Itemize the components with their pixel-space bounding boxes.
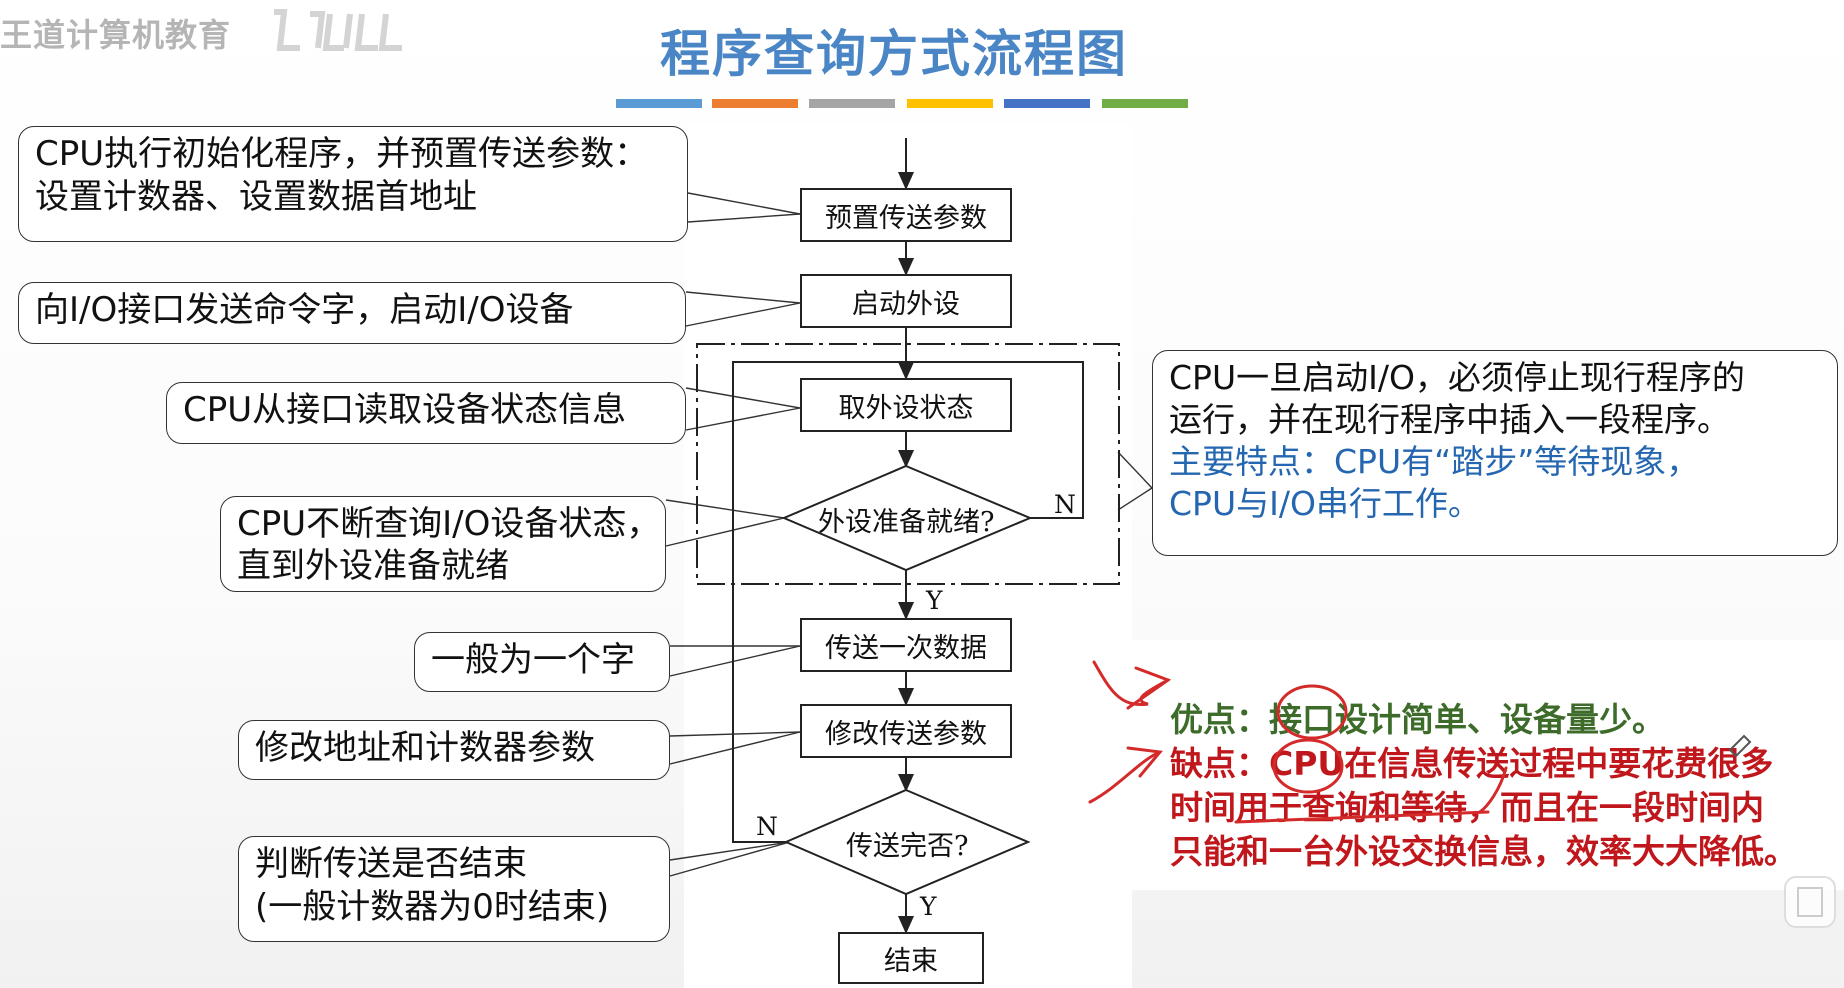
callout-poll-line2: 直到外设准备就绪 [237, 546, 509, 586]
pen-cursor-icon [1728, 734, 1752, 758]
callout-start: 向I/O接口发送命令字，启动I/O设备 [18, 282, 686, 344]
watermark-logo-icon [274, 9, 402, 51]
annotation-arrow-disadvantage [1088, 750, 1162, 804]
branch-ready-no: N [1054, 490, 1076, 519]
annotation-circle-interface [1276, 684, 1348, 740]
callout-init: CPU执行初始化程序，并预置传送参数： 设置计数器、设置数据首地址 [18, 126, 688, 242]
callout-poll-line1: CPU不断查询I/O设备状态， [237, 504, 661, 544]
watermark: 王道计算机教育 [0, 16, 232, 54]
disadvantage-line3: 只能和一台外设交换信息，效率大大降低。 [1170, 832, 1797, 871]
callout-read: CPU从接口读取设备状态信息 [166, 382, 686, 444]
callout-init-line1: CPU执行初始化程序，并预置传送参数： [35, 134, 649, 174]
box-modify-params: 修改传送参数 [800, 704, 1012, 758]
annotation-strike-wait [1234, 810, 1490, 824]
callout-features-line1: CPU一旦启动I/O，必须停止现行程序的 [1169, 358, 1745, 397]
callout-word: 一般为一个字 [414, 632, 670, 692]
callout-features-feature2: CPU与I/O串行工作。 [1169, 484, 1481, 523]
decision-ready-diamond [781, 464, 1033, 572]
accent-bar-1 [616, 99, 702, 108]
scroll-button-icon [1797, 887, 1823, 917]
scroll-button[interactable] [1784, 876, 1836, 928]
annotation-circle-cpu [1272, 738, 1344, 794]
page-title: 程序查询方式流程图 [660, 25, 1128, 83]
callout-end-check-line2: (一般计数器为0时结束) [255, 887, 610, 927]
accent-bar-4 [907, 99, 993, 108]
branch-done-no: N [756, 812, 778, 841]
branch-ready-yes: Y [926, 586, 943, 615]
accent-bar-2 [712, 99, 798, 108]
polling-loop-frame [696, 343, 1120, 585]
callout-features: CPU一旦启动I/O，必须停止现行程序的 运行，并在现行程序中插入一段程序。 主… [1152, 350, 1838, 556]
notes-background [1120, 640, 1844, 890]
pros-cons: 优点：接口设计简单、设备量少。 缺点：CPU在信息传送过程中要花费很多 时间用于… [1170, 698, 1797, 874]
box-preset-params: 预置传送参数 [800, 188, 1012, 242]
decision-ready-label: 外设准备就绪? [818, 507, 995, 538]
callout-features-feature1: 主要特点：CPU有“踏步”等待现象， [1169, 442, 1700, 481]
branch-done-yes: Y [920, 892, 937, 921]
accent-bar-6 [1102, 99, 1188, 108]
advantage-text: 优点：接口设计简单、设备量少。 [1170, 700, 1665, 739]
watermark-logo [270, 4, 418, 56]
box-start-device: 启动外设 [800, 274, 1012, 328]
box-transfer-data: 传送一次数据 [800, 618, 1012, 672]
decision-done-diamond [783, 788, 1031, 896]
callout-init-line2: 设置计数器、设置数据首地址 [35, 177, 477, 217]
accent-bars [616, 99, 1190, 108]
annotation-arrow-advantage [1092, 660, 1170, 707]
disadvantage-line1: 缺点：CPU在信息传送过程中要花费很多 [1170, 744, 1774, 783]
callout-modify: 修改地址和计数器参数 [238, 720, 670, 780]
callout-end-check-line1: 判断传送是否结束 [255, 844, 527, 884]
callout-read-text: CPU从接口读取设备状态信息 [183, 390, 627, 430]
callout-features-line2: 运行，并在现行程序中插入一段程序。 [1169, 400, 1730, 439]
accent-bar-5 [1004, 99, 1090, 108]
callout-pointers [665, 192, 1153, 877]
decision-done-label: 传送完否? [846, 831, 969, 862]
callout-poll: CPU不断查询I/O设备状态， 直到外设准备就绪 [220, 496, 666, 592]
box-end: 结束 [838, 932, 984, 984]
callout-modify-text: 修改地址和计数器参数 [255, 728, 595, 768]
callout-end-check: 判断传送是否结束 (一般计数器为0时结束) [238, 836, 670, 942]
callout-word-text: 一般为一个字 [431, 640, 635, 680]
accent-bar-3 [809, 99, 895, 108]
callout-start-text: 向I/O接口发送命令字，启动I/O设备 [35, 290, 574, 330]
annotation-strokes [1088, 660, 1508, 824]
box-read-status: 取外设状态 [800, 378, 1012, 432]
